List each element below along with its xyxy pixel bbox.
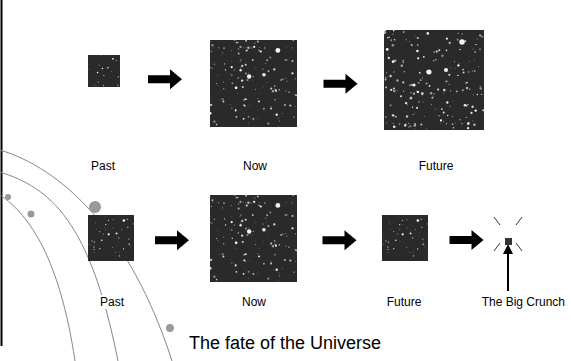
block-arrow [323, 230, 357, 250]
galaxy-image [382, 215, 428, 261]
image-frame [88, 215, 134, 265]
epoch-node: Future [382, 215, 428, 261]
galaxy-image [88, 215, 134, 261]
caption: The fate of the Universe [189, 333, 381, 353]
epoch-node: Past [88, 55, 120, 87]
block-arrow [324, 74, 358, 94]
orbit-curve [0, 150, 172, 361]
leader-arrowhead [503, 244, 513, 254]
orbit-dot [5, 194, 11, 200]
galaxy-image [88, 55, 120, 87]
image-frame [505, 231, 512, 249]
block-arrow [155, 230, 189, 250]
epoch-label: Now [241, 295, 267, 309]
orbit-curve [0, 195, 75, 361]
epoch-node: Past [88, 215, 134, 261]
epoch-label: The Big Crunch [481, 295, 566, 309]
galaxy-image [384, 30, 484, 130]
epoch-label: Future [386, 295, 423, 309]
epoch-label: Past [99, 295, 125, 309]
image-frame [88, 55, 120, 91]
leader-line [507, 252, 509, 291]
orbit-dot [166, 324, 174, 332]
galaxy-image [210, 40, 297, 127]
orbit-dot [89, 201, 101, 213]
image-frame [384, 30, 484, 134]
epoch-label: Now [242, 159, 268, 173]
image-frame [210, 195, 297, 286]
epoch-label: Future [418, 159, 455, 173]
block-arrow [148, 69, 182, 89]
epoch-label: Past [90, 159, 116, 173]
orbit-dot [28, 211, 35, 218]
epoch-node: Future [384, 30, 484, 130]
image-frame [382, 215, 428, 265]
crunch-point [505, 238, 512, 245]
crunch-node: The Big Crunch [505, 231, 512, 238]
orbit-curve [0, 172, 118, 361]
image-frame [210, 40, 297, 131]
block-arrow [450, 230, 484, 250]
epoch-node: Now [210, 40, 297, 127]
galaxy-image [210, 195, 297, 282]
epoch-node: Now [210, 195, 297, 282]
